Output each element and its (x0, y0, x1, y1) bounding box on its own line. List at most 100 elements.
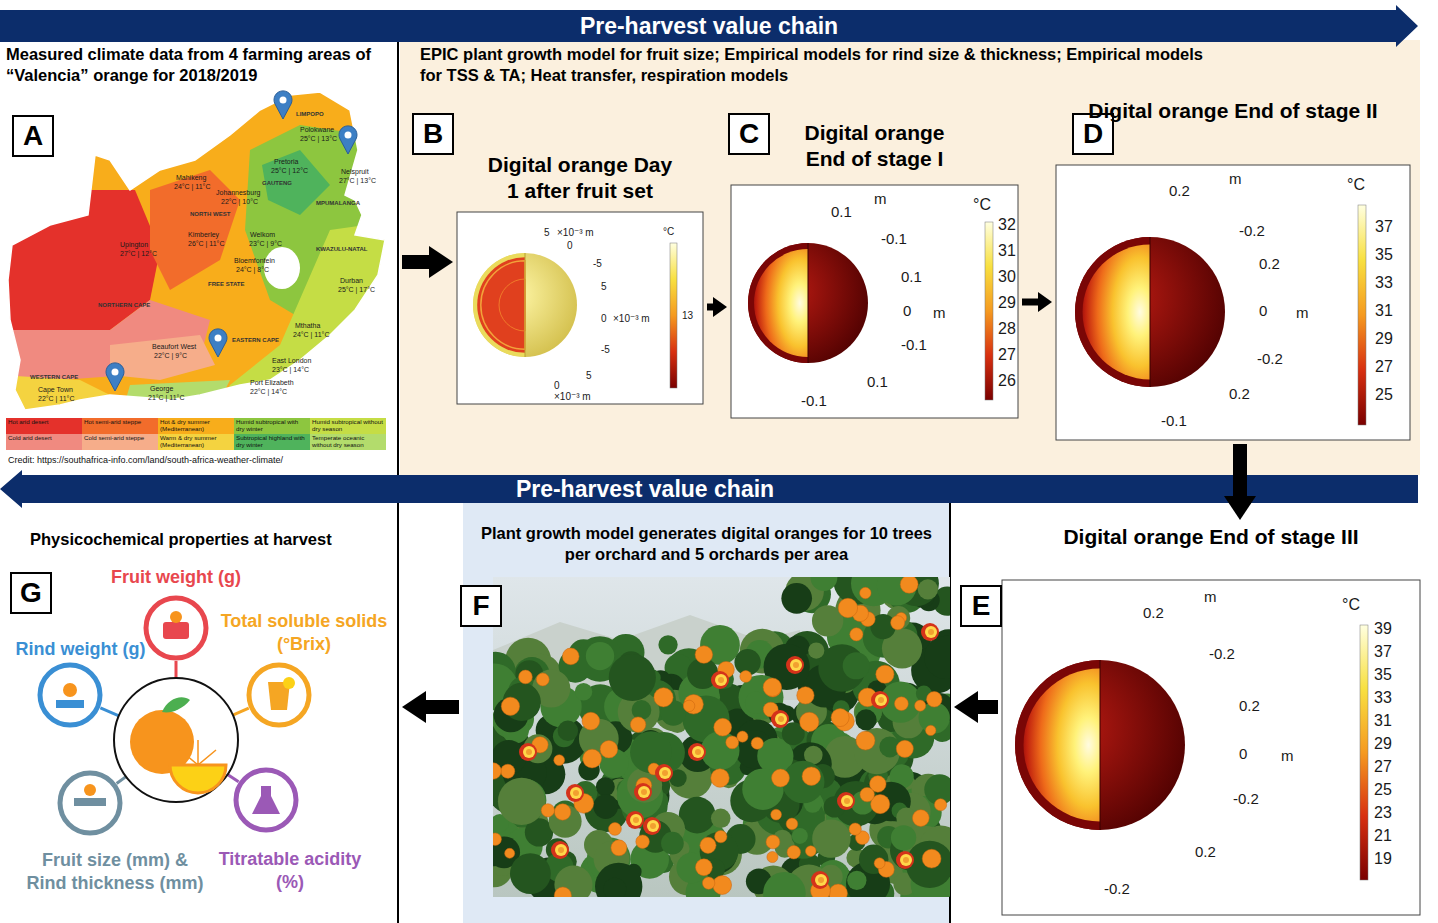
orchard-photo (896, 851, 914, 869)
province-label: NORTH WEST (190, 211, 230, 218)
axis-tick: 0.2 (1168, 182, 1191, 199)
colour-bar (985, 222, 993, 400)
map-label: 27°C | 12°C (120, 250, 157, 258)
orchard-photo (903, 857, 909, 863)
colour-bar-value: 31 (997, 242, 1017, 260)
orchard-photo (847, 871, 866, 890)
map-label: Mthatha (295, 322, 320, 330)
axis-tick: -0.1 (800, 392, 828, 409)
colour-bar-value: 25 (1374, 386, 1394, 404)
province-label: KWAZULU-NATAL (316, 246, 367, 253)
orchard-photo (582, 712, 600, 730)
orchard-photo (647, 820, 659, 832)
orchard-photo (921, 623, 939, 641)
climate-map (8, 92, 385, 410)
map-label: 23°C | 9°C (249, 240, 282, 248)
orchard-photo (661, 832, 684, 855)
orchard-photo (575, 683, 593, 701)
panel-heading: Measured climate data from 4 farming are… (6, 44, 396, 87)
orchard-photo (740, 671, 752, 683)
colour-bar-value: 39 (1373, 620, 1393, 638)
legend-text: Hot arid desert (8, 419, 80, 426)
orchard-photo (493, 833, 501, 845)
property-wheel (40, 665, 100, 725)
climate-map (0, 80, 400, 420)
map-label: 22°C | 14°C (250, 388, 287, 396)
orchard-photo (786, 818, 798, 830)
property-icon: Rind weight (g) (8, 638, 153, 730)
orchard-photo (871, 691, 889, 709)
orchard-photo (583, 749, 602, 768)
climate-map (0, 80, 400, 420)
orchard-photo (636, 835, 650, 849)
credit-note: Credit: https://southafrica-info.com/lan… (8, 455, 283, 465)
flow-arrow (978, 700, 998, 714)
orchard-photo (713, 876, 732, 895)
orchard-photo (493, 577, 950, 897)
orchard-photo (634, 783, 652, 801)
orchard-photo (818, 877, 824, 883)
colour-bar-value: 32 (997, 216, 1017, 234)
orchard-photo (810, 577, 837, 591)
axis-tick: m (873, 190, 888, 207)
orchard-photo (922, 849, 941, 868)
map-label: 26°C | 11°C (188, 240, 224, 248)
orchard-photo (695, 859, 712, 876)
orchard-photo (711, 809, 731, 829)
orchard-photo (551, 841, 569, 859)
map-label: Mahikeng (176, 174, 206, 182)
orchard-photo (626, 811, 644, 829)
orchard-photo (505, 848, 515, 858)
location-pin (209, 329, 227, 357)
colour-bar (670, 243, 677, 388)
orchard-photo (630, 717, 645, 732)
digital-orange-sphere (748, 243, 868, 363)
digital-orange-sphere (473, 253, 577, 357)
orchard-photo (501, 764, 515, 778)
orchard-photo (541, 804, 554, 817)
map-label: Bloemfontein (234, 257, 275, 265)
property-wheel (170, 765, 226, 793)
map-label: 25°C | 12°C (271, 167, 308, 175)
orchard-photo (718, 677, 724, 683)
panel-letter-box: E (960, 585, 1002, 627)
map-label: 24°C | 8°C (236, 266, 269, 274)
property-icon: Fruit size (mm) & Rind thickness (mm) (20, 768, 210, 894)
property-wheel (40, 598, 309, 833)
orchard-photo (593, 794, 618, 819)
orchard-photo (894, 697, 908, 711)
plot-title: Digital orange Day 1 after fruit set (457, 152, 703, 205)
orchard-photo (878, 697, 884, 703)
property-label: Fruit weight (g) (111, 566, 241, 589)
orchard-photo (519, 670, 533, 684)
orchard-photo (554, 887, 571, 897)
colour-bar-value: °C (972, 196, 992, 214)
digital-orange-sphere (473, 253, 525, 357)
orchard-photo (633, 817, 639, 823)
panel-letter: A (23, 118, 43, 154)
colour-bar-value: 27 (1373, 758, 1393, 776)
orchard-photo (711, 769, 729, 787)
digital-orange-sphere (1100, 660, 1101, 830)
orchard-photo (586, 642, 614, 670)
climate-map (150, 170, 240, 290)
property-wheel (74, 798, 106, 806)
orchard-photo (854, 728, 900, 774)
panel-letter-box: G (10, 572, 52, 614)
orchard-photo (715, 674, 727, 686)
plot-frame (457, 212, 703, 404)
property-label: Rind weight (g) (16, 638, 146, 661)
orchard-photo (831, 709, 849, 727)
legend-swatch: Humid subtropical with dry winter (234, 418, 310, 434)
legend-text: Cold arid desert (8, 435, 80, 442)
orchard-photo (771, 710, 789, 728)
panel-letter: G (20, 575, 42, 611)
axis-tick: 5 (600, 281, 608, 293)
orchard-photo (701, 731, 740, 770)
colour-bar-value: 21 (1373, 827, 1393, 845)
orchard-photo (632, 700, 652, 720)
location-pin (106, 363, 124, 391)
value-chain-band: Pre-harvest value chain (0, 10, 1418, 42)
digital-orange-sphere (481, 261, 525, 349)
property-wheel (63, 683, 77, 697)
